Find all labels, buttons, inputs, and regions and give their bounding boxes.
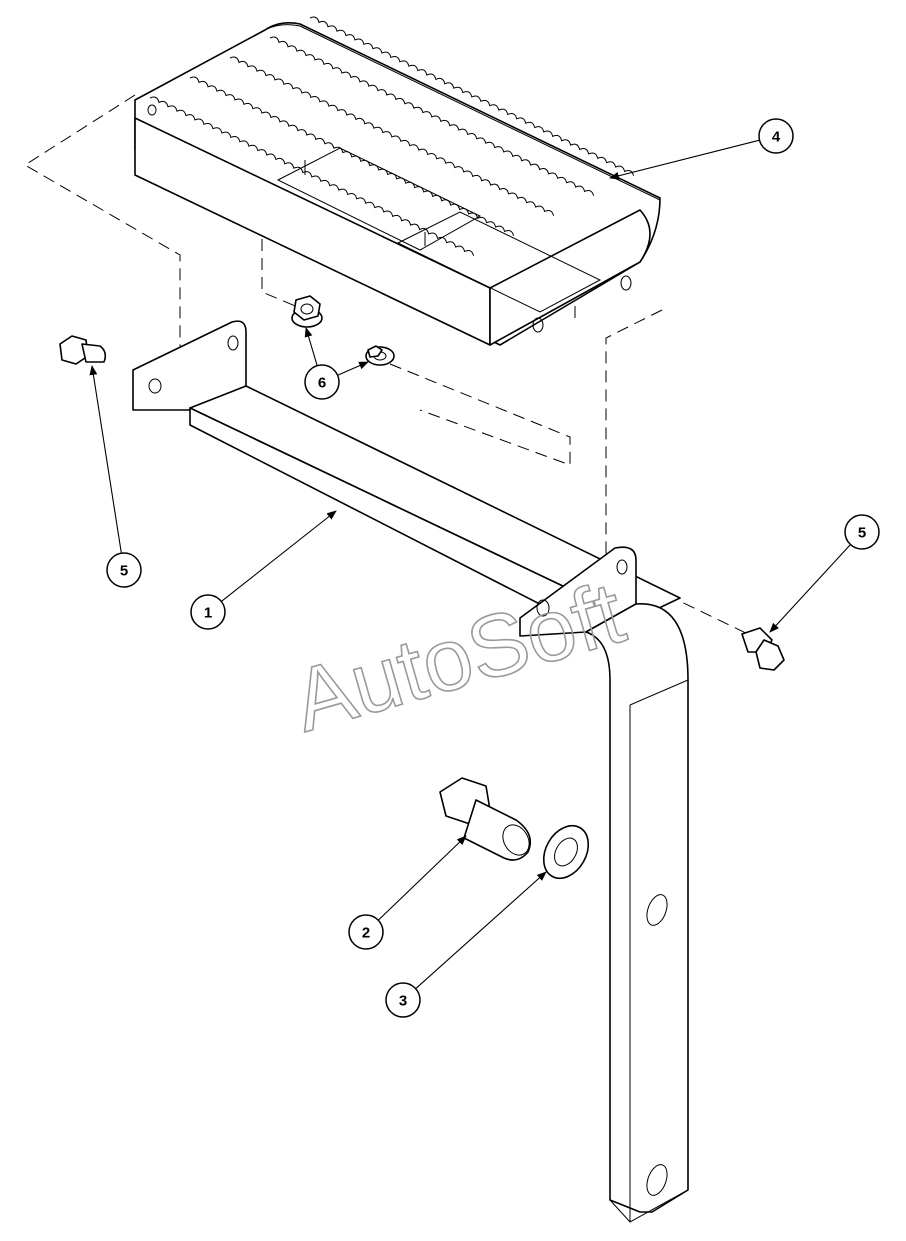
callout-leader-2	[377, 835, 467, 921]
callout-balloon-5: 5	[106, 552, 142, 588]
callout-leader-5	[769, 544, 851, 633]
callout-balloon-6: 6	[304, 364, 340, 400]
bolt-large-part	[439, 777, 532, 861]
callout-number: 2	[362, 925, 370, 942]
callout-balloon-4: 4	[758, 118, 794, 154]
callout-leader-1	[221, 510, 337, 602]
callout-number: 4	[772, 129, 781, 146]
callout-leader-4	[609, 139, 760, 180]
bolt-right-part	[741, 627, 785, 671]
callout-leader-6	[337, 361, 369, 376]
assembly-dashed-lines	[24, 94, 751, 636]
step-tread-part	[134, 14, 661, 346]
watermark: AutoSoft	[282, 562, 634, 750]
callout-balloons: 1 2 3 4 5 5 6	[89, 118, 880, 1018]
callout-number: 5	[120, 563, 128, 580]
callout-leader-5	[89, 365, 122, 554]
washer-part	[365, 345, 395, 366]
callout-balloon-1: 1	[190, 594, 226, 630]
callout-number: 5	[858, 525, 866, 542]
callout-balloon-2: 2	[348, 914, 384, 950]
callout-number: 6	[318, 375, 326, 392]
large-washer-part	[542, 824, 590, 880]
step-bracket-part	[132, 320, 689, 1223]
callout-balloon-3: 3	[385, 982, 421, 1018]
bolt-left-part	[59, 335, 107, 365]
callout-balloon-5: 5	[844, 514, 880, 550]
callout-number: 1	[204, 605, 212, 622]
callout-leader-3	[415, 871, 547, 990]
callout-number: 3	[399, 993, 407, 1010]
callout-leader-6	[304, 327, 318, 366]
flange-nut-part	[291, 295, 323, 328]
